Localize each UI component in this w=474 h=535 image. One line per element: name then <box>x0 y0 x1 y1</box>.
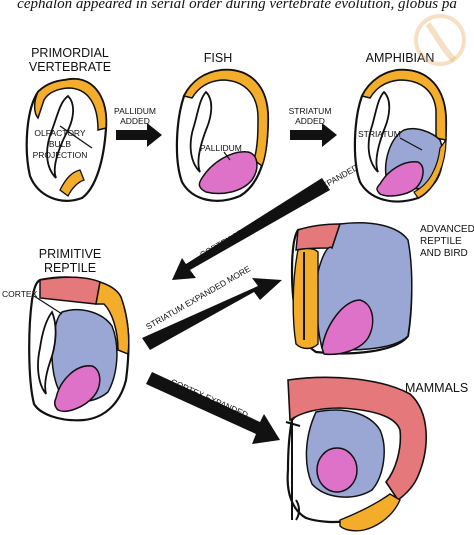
mammals-pallidum <box>316 447 358 493</box>
advanced-title-2: REPTILE <box>420 236 462 247</box>
arrow-striatum-label-2: ADDED <box>295 116 325 126</box>
primordial-ventricle <box>46 94 74 179</box>
primitive-reptile-title-2: REPTILE <box>44 261 96 275</box>
fish-pallidum-label: PALLIDUM <box>200 143 242 153</box>
arrow-striatum-shape <box>290 123 337 147</box>
mammals-title: MAMMALS <box>405 381 468 395</box>
olfactory-label-3: PROJECTION <box>33 150 88 160</box>
cortex-label: CORTEX <box>2 289 38 299</box>
mammals-cortex-red <box>287 376 427 502</box>
primitive-reptile-cortex-orange <box>95 281 130 356</box>
cortex-pointer-line <box>33 295 63 315</box>
arrow-striatum-more: STRIATUM EXPANDED MORE <box>142 263 282 350</box>
amphibian-pallidum <box>376 161 424 197</box>
arrow-pallidum-label-1: PALLIDUM <box>114 106 156 116</box>
fish-pallidum-pointer <box>223 151 231 161</box>
arrow-striatum-added: STRIATUM ADDED <box>289 106 337 147</box>
arrow-pallidum-shape <box>116 123 162 147</box>
advanced-title-3: AND BIRD <box>420 248 468 259</box>
primordial-title-1: PRIMORDIAL <box>31 46 109 60</box>
amphibian-cortex-lower <box>413 138 447 199</box>
stage-mammals: MAMMALS <box>285 376 468 532</box>
figure-caption: cephalon appeared in serial order during… <box>17 0 457 12</box>
stage-advanced-reptile-bird: ADVANCED REPTILE AND BIRD <box>290 222 474 356</box>
stage-primordial-vertebrate: PRIMORDIAL VERTEBRATE OLFACTORY BULB PRO… <box>25 46 111 202</box>
stage-amphibian: AMPHIBIAN STRIATUM <box>353 51 448 203</box>
olfactory-pointer-line <box>59 125 93 149</box>
advanced-pallidum <box>321 299 374 356</box>
amphibian-cortex-band <box>360 69 447 141</box>
mammals-ventricle <box>285 420 301 521</box>
amphibian-striatum-label: STRIATUM <box>358 129 401 139</box>
amphibian-title: AMPHIBIAN <box>366 51 435 65</box>
advanced-cortex-orange <box>292 247 319 350</box>
amphibian-striatum-pointer <box>399 137 423 151</box>
fish-title: FISH <box>204 51 232 65</box>
primitive-reptile-pallidum <box>53 365 101 412</box>
primordial-cortex-band <box>33 78 107 131</box>
amphibian-ventricle <box>367 90 391 173</box>
advanced-title-1: ADVANCED <box>420 224 474 235</box>
olfactory-label-1: OLFACTORY <box>34 128 86 138</box>
mammals-cortex-orange <box>339 493 401 532</box>
arrow-pallidum-label-2: ADDED <box>120 116 150 126</box>
primitive-reptile-ventricle <box>37 310 57 395</box>
arrow-pallidum-added: PALLIDUM ADDED <box>114 106 162 147</box>
primordial-title-2: VERTEBRATE <box>29 60 111 74</box>
fish-cortex-band <box>182 69 269 168</box>
watermark-logo <box>414 14 466 66</box>
fish-ventricle <box>189 90 213 173</box>
primitive-reptile-title-1: PRIMITIVE <box>39 247 102 261</box>
arrow-cortex-expanded-shape <box>146 372 280 444</box>
primordial-cortex-base <box>59 169 85 197</box>
fish-pallidum <box>198 151 258 195</box>
arrow-striatum-label-1: STRIATUM <box>289 106 332 116</box>
stage-primitive-reptile: PRIMITIVE REPTILE CORTEX <box>2 247 130 422</box>
arrow-cortex-expanded: CORTEX EXPANDED <box>146 372 280 444</box>
arrow-striatum-more-shape <box>142 278 282 350</box>
arrow-cortex-striatum-shape <box>172 178 330 280</box>
stage-fish: FISH PALLIDUM <box>175 51 270 202</box>
olfactory-label-2: BULB <box>49 139 72 149</box>
